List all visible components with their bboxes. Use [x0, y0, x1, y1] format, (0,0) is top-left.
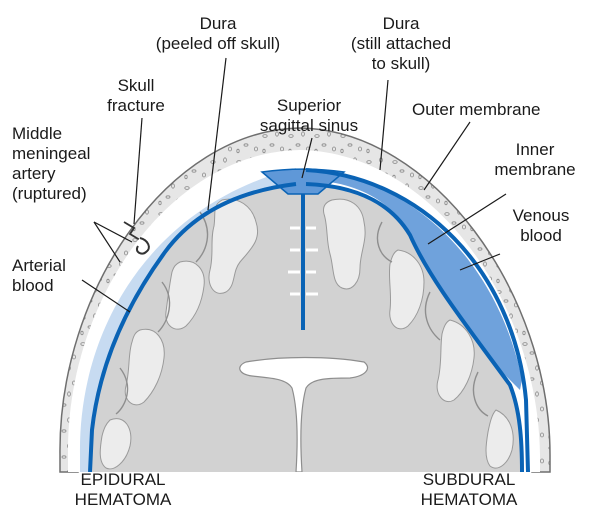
label-venous-blood: Venous blood	[496, 206, 586, 246]
label-outer-membrane: Outer membrane	[412, 100, 541, 120]
label-middle-meningeal-artery: Middle meningeal artery (ruptured)	[12, 124, 90, 204]
label-epidural-hematoma: EPIDURAL HEMATOMA	[58, 470, 188, 510]
label-skull-fracture: Skull fracture	[96, 76, 176, 116]
label-dura-peeled: Dura (peeled off skull)	[128, 14, 308, 54]
label-subdural-hematoma: SUBDURAL HEMATOMA	[394, 470, 544, 510]
label-dura-attached: Dura (still attached to skull)	[326, 14, 476, 74]
label-inner-membrane: Inner membrane	[480, 140, 590, 180]
label-superior-sagittal-sinus: Superior sagittal sinus	[244, 96, 374, 136]
label-arterial-blood: Arterial blood	[12, 256, 66, 296]
